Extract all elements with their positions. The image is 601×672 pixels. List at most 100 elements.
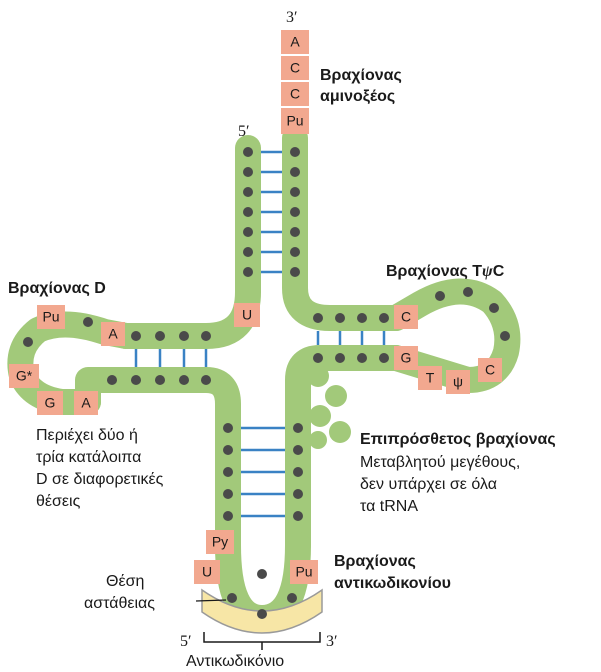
nucleotide-dot — [290, 267, 300, 277]
nucleotide-dot — [83, 317, 93, 327]
nucleotide-dot — [293, 423, 303, 433]
acceptor-arm-label-line1: Βραχίονας — [320, 67, 402, 84]
nucleotide-dot — [223, 467, 233, 477]
nucleotide-label: C — [401, 309, 411, 325]
nucleotide-dot — [290, 247, 300, 257]
nucleotide-label: G — [45, 395, 56, 411]
variable-bubble — [307, 365, 329, 387]
variable-arm-label: Επιπρόσθετος βραχίονας — [360, 431, 556, 448]
wobble-label-line2: αστάθειας — [84, 595, 155, 612]
anticodon-dot — [257, 609, 267, 619]
variable-bubble — [325, 385, 347, 407]
nucleotide-dot — [290, 187, 300, 197]
nucleotide-label: ψ — [453, 374, 463, 390]
anticodon-dot — [287, 593, 297, 603]
three-prime-top-label: 3′ — [286, 9, 298, 26]
nucleotide-dot — [155, 331, 165, 341]
d-note-line3: D σε διαφορετικές — [36, 471, 164, 488]
variable-bubble — [309, 431, 327, 449]
nucleotide-dot — [435, 291, 445, 301]
nucleotide-dot — [463, 287, 473, 297]
nucleotide-label: Pu — [295, 564, 312, 580]
nucleotide-dot — [335, 353, 345, 363]
nucleotide-dot — [131, 331, 141, 341]
nucleotide-dot — [500, 331, 510, 341]
anticodon-arm-label-line1: Βραχίονας — [334, 553, 416, 570]
anticodon-three-prime-label: 3′ — [326, 633, 338, 650]
nucleotide-dot — [293, 467, 303, 477]
nucleotide-dot — [107, 375, 117, 385]
variable-bubble — [309, 405, 331, 427]
nucleotide-label: C — [290, 86, 300, 102]
nucleotide-dot — [489, 303, 499, 313]
nucleotide-dot — [293, 511, 303, 521]
nucleotide-dot — [357, 353, 367, 363]
acceptor-stem-3prime-strand — [295, 138, 396, 318]
anticodon-five-prime-label: 5′ — [180, 633, 192, 650]
nucleotide-dot — [243, 147, 253, 157]
nucleotide-dot — [243, 167, 253, 177]
variable-arm-bubbles — [307, 365, 351, 449]
variable-note-line2: δεν υπάρχει σε όλα — [360, 476, 497, 493]
nucleotide-label: C — [485, 362, 495, 378]
nucleotide-dot — [23, 337, 33, 347]
nucleotide-dot — [257, 569, 267, 579]
anticodon-bracket — [204, 632, 320, 650]
nucleotide-label: Py — [212, 534, 228, 550]
nucleotide-label: A — [81, 395, 91, 411]
nucleotide-label: G* — [16, 368, 33, 384]
d-arm-label: Βραχίονας D — [8, 280, 106, 297]
nucleotide-dot — [379, 353, 389, 363]
nucleotide-dot — [201, 331, 211, 341]
nucleotide-dot — [243, 267, 253, 277]
anticodon-label: Αντικωδικόνιο — [186, 653, 284, 670]
acceptor-arm-label-line2: αμινοξέος — [320, 88, 395, 105]
t-lower-strand — [298, 358, 396, 545]
tpsic-prefix: Βραχίονας T — [386, 263, 482, 280]
nucleotide-label: C — [290, 60, 300, 76]
nucleotide-dot — [290, 207, 300, 217]
tpsic-arm-label: Βραχίονας TψC — [386, 263, 505, 280]
nucleotide-dot — [313, 313, 323, 323]
nucleotide-dot — [335, 313, 345, 323]
nucleotide-label: Pu — [42, 309, 59, 325]
d-note-line4: θέσεις — [36, 493, 81, 510]
nucleotide-dot — [179, 331, 189, 341]
nucleotide-dot — [243, 187, 253, 197]
nucleotide-label: Pu — [286, 113, 303, 129]
nucleotide-dot — [290, 167, 300, 177]
nucleotide-dot — [131, 375, 141, 385]
variable-bubble — [329, 421, 351, 443]
d-note-line1: Περιέχει δύο ή — [36, 427, 138, 444]
anticodon-dot — [227, 593, 237, 603]
nucleotide-dot — [243, 207, 253, 217]
nucleotide-dot — [201, 375, 211, 385]
nucleotide-dot — [223, 423, 233, 433]
anticodon-arm-label-line2: αντικωδικονίου — [334, 575, 451, 592]
wobble-label-line1: Θέση — [106, 573, 144, 590]
variable-note-line3: τα tRNA — [360, 498, 418, 515]
nucleotide-dot — [223, 489, 233, 499]
nucleotide-dot — [379, 313, 389, 323]
nucleotide-label: G — [401, 350, 412, 366]
nucleotide-label: T — [426, 370, 435, 386]
tpsic-psi: ψ — [482, 263, 493, 280]
nucleotide-dot — [223, 511, 233, 521]
nucleotide-dot — [290, 147, 300, 157]
d-note-line2: τρία κατάλοιπα — [36, 449, 141, 466]
variable-note-line1: Μεταβλητού μεγέθους, — [360, 454, 520, 471]
nucleotide-label: U — [242, 307, 252, 323]
nucleotide-dot — [357, 313, 367, 323]
tpsic-suffix: C — [493, 263, 505, 280]
acceptor-stem-5prime-strand — [126, 148, 248, 336]
nucleotide-dot — [243, 247, 253, 257]
nucleotide-label: A — [290, 34, 300, 50]
nucleotide-dot — [243, 227, 253, 237]
nucleotide-dot — [155, 375, 165, 385]
nucleotide-dot — [179, 375, 189, 385]
nucleotide-dot — [290, 227, 300, 237]
nucleotide-dot — [223, 445, 233, 455]
nucleotide-dot — [293, 445, 303, 455]
nucleotide-label: A — [108, 326, 118, 342]
